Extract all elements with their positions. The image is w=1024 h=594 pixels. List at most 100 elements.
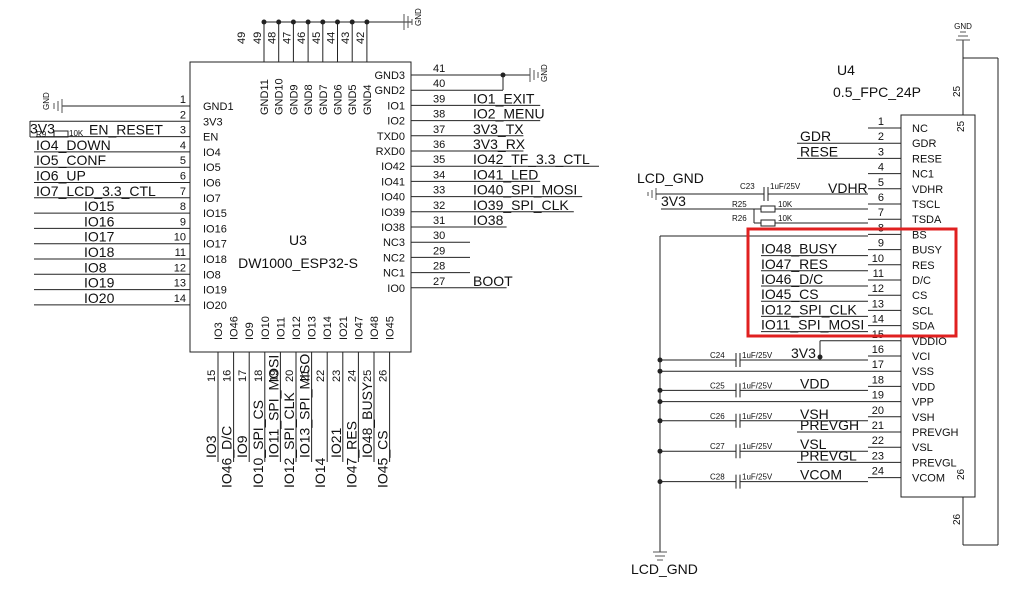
c23-group: LCD_GND C23 1uF/25V xyxy=(637,170,868,201)
u4-net-label: VDHR xyxy=(828,180,868,196)
u3-net-label: IO10_SPI_CS xyxy=(250,400,266,488)
u3-pin-num: 27 xyxy=(433,276,445,288)
u3-pin-name: IO7 xyxy=(203,193,221,205)
u3-net-label: IO38 xyxy=(473,212,504,228)
u3-pin-name: GND9 xyxy=(288,84,300,115)
u4-pin26-num-inner: 26 xyxy=(956,468,967,480)
c23-value: 1uF/25V xyxy=(770,182,801,191)
u4-pin25-num: 25 xyxy=(952,85,963,97)
u3-pin-name: IO5 xyxy=(203,162,221,174)
u3-pin-num: 35 xyxy=(433,154,445,166)
r9-value: 10K xyxy=(69,129,84,138)
u3-pin-num: 6 xyxy=(180,171,186,183)
u3-pin-num: 12 xyxy=(174,262,186,274)
u3-pin-num: 44 xyxy=(326,32,338,44)
u3-pin-name: IO21 xyxy=(338,316,350,340)
u3-top-junction xyxy=(349,19,355,25)
u3-pin-name: IO45 xyxy=(385,316,397,340)
u3-net-label: 3V3_RX xyxy=(473,136,526,152)
r9-ref: R9 xyxy=(36,130,47,139)
u3-pin-name: GND10 xyxy=(274,78,286,115)
u3-net-label: 3V3 xyxy=(30,120,55,136)
u4-pin-name: CS xyxy=(912,290,927,302)
v3v3-label-top: 3V3 xyxy=(661,193,686,209)
u3-pin-name: EN xyxy=(203,132,218,144)
u4-net-label: IO45_CS xyxy=(761,286,819,302)
u4-pin-name: TSDA xyxy=(912,214,942,226)
u3-pin-num: 7 xyxy=(180,186,186,198)
u3-pin-name: GND7 xyxy=(318,84,330,115)
u4-pin-num: 24 xyxy=(872,466,884,478)
u3-pin-num: 41 xyxy=(433,63,445,75)
u3-net-label: IO41_LED xyxy=(473,166,538,182)
u3-pin-name: IO39 xyxy=(381,207,405,219)
u3-pin-name: IO42 xyxy=(381,161,405,173)
u3-pin-name: IO11 xyxy=(275,317,287,340)
u3-pin-num: 43 xyxy=(340,32,352,44)
u3-net-label: IO9 xyxy=(234,435,250,458)
cap-ref: C24 xyxy=(710,351,725,360)
u4-pin-num: 20 xyxy=(872,405,884,417)
u3-pin-num: 39 xyxy=(433,93,445,105)
u3-pin-name: IO15 xyxy=(203,208,227,220)
u3-net-label: IO8 xyxy=(84,259,107,275)
u4-pin-name: VSL xyxy=(912,442,933,454)
u4-pin-name: NC1 xyxy=(912,169,934,181)
u3-pin-num: 3 xyxy=(180,125,186,137)
u4-pin-num: 13 xyxy=(872,298,884,310)
u4-pin-num: 21 xyxy=(872,420,884,432)
cap-ref: C28 xyxy=(710,473,725,482)
r26-value: 10K xyxy=(778,214,793,223)
u3-pin-name: NC3 xyxy=(383,237,405,249)
u3-pin-name: GND6 xyxy=(333,84,345,115)
u3-net-label: IO4_DOWN xyxy=(36,137,111,153)
u4-pins: NC1GDR2GDRRESE3RESENC14VDHR5VDHRTSCL6TSD… xyxy=(761,116,959,485)
u4-net-label: IO48_BUSY xyxy=(761,241,838,257)
u4-pin-num: 7 xyxy=(878,207,884,219)
cap-value: 1uF/25V xyxy=(742,351,773,360)
u3-pin-num: 49 xyxy=(236,32,248,44)
u3-pin-num: 40 xyxy=(433,78,445,90)
u4-pin-num: 18 xyxy=(872,374,884,386)
u4-pin-name: GDR xyxy=(912,138,937,150)
u3-pin-name: NC2 xyxy=(383,252,405,264)
u3-pin-num: 15 xyxy=(206,370,218,382)
lcd-gnd-junction xyxy=(657,368,663,374)
u3-pin-num: 16 xyxy=(222,370,234,382)
u3-pin-num: 25 xyxy=(362,370,374,382)
u4-pin25-num-inner: 25 xyxy=(956,120,967,132)
u4-pin-num: 11 xyxy=(873,268,884,280)
u4-net-label: IO11_SPI_MOSI xyxy=(761,317,864,333)
u4-pin-num: 2 xyxy=(878,131,884,143)
u3-net-label: IO6_UP xyxy=(36,168,86,184)
u3-net-label: IO15 xyxy=(84,198,115,214)
cap-ref: C26 xyxy=(710,412,725,421)
u4-net-label: IO46_D/C xyxy=(761,271,823,287)
u4-pin-name: VDHR xyxy=(912,184,943,196)
u3-pin-num: 32 xyxy=(433,200,445,212)
u3-net-label: IO48_BUSY xyxy=(359,381,375,458)
u4-net-label: GDR xyxy=(800,128,831,144)
u4-pin-num: 19 xyxy=(872,390,884,402)
u3-pin-name: IO0 xyxy=(387,283,405,295)
u4-pin-num: 14 xyxy=(872,314,884,326)
u3-pin-num: 47 xyxy=(281,32,293,44)
u4-pin-name: D/C xyxy=(912,275,931,287)
u4-pin-name: VSH xyxy=(912,412,935,424)
u3-net-label: IO16 xyxy=(84,213,115,229)
lcd-gnd-top: LCD_GND xyxy=(637,170,704,186)
u4-pin-num: 23 xyxy=(872,450,884,462)
u4-pin-name: VPP xyxy=(912,397,934,409)
u4-pin-num: 5 xyxy=(878,177,884,189)
u3-pin-num: 13 xyxy=(174,278,186,290)
u3-net-label: IO19 xyxy=(84,275,115,291)
u3-pin-name: GND11 xyxy=(259,79,271,115)
u4-net-label: IO12_SPI_CLK xyxy=(761,301,857,317)
u3-pin-name: IO41 xyxy=(381,176,405,188)
u3-pin-name: IO6 xyxy=(203,178,221,190)
u3-net-label: IO47_RES xyxy=(343,421,359,488)
u3-net-label: IO12_SPI_CLK xyxy=(281,392,297,488)
u3-net-label: EN_RESET xyxy=(89,122,163,138)
u3-pin-name: IO2 xyxy=(387,116,405,128)
